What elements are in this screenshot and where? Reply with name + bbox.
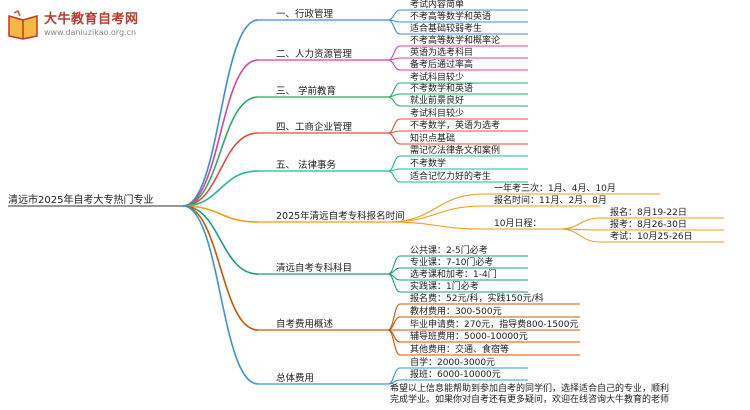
branch-label: 清远自考专科科目 [276,262,352,274]
leaf-label: 一年考三次：1月、4月、10月 [494,182,616,194]
leaf-connector [387,273,401,293]
leaf-label: 报名费：52元/科，实践150元/科 [410,292,544,304]
leaf-label: 不考高等数学和英语 [410,10,491,22]
root-topic: 清远市2025年自考大专热门专业 [8,193,153,206]
branch-label: 二、人力资源管理 [276,48,353,60]
branch-label: 五、 法律事务 [276,159,337,171]
leaf-label: 英语为选考科目 [410,46,473,58]
branch-label: 三、 学前教育 [276,85,336,97]
branch-connector [182,132,259,207]
branch-label: 一、行政管理 [276,8,334,20]
logo-url: www.daniuzikao.org.cn [44,28,137,37]
branch-connector [182,59,259,207]
leaf-connector [387,379,401,385]
leaf-connector [387,19,401,35]
leaf-connector [387,205,485,223]
leaf-connector [387,59,401,71]
leaf-label: 不考数学，英语为选考 [410,119,500,131]
leaf-label: 考试内容简单 [410,0,464,10]
sub-leaf-label: 报名：8月19-22日 [610,206,687,218]
branch-connector [182,96,259,207]
footer-note-line: 完成学业。如果你对自考还有更多疑问，欢迎在线咨询大牛教育的老师 [390,393,669,405]
leaf-label: 报名时间：11月、2月、8月 [494,194,607,206]
branch-connector [182,205,259,275]
branch-label: 总体费用 [276,372,314,384]
leaf-label: 教材费用：300-500元 [410,305,502,317]
sub-leaf-label: 报考：8月26-30日 [610,218,687,230]
sub-connector [559,228,601,243]
leaf-label: 公共课：2-5门必考 [410,244,488,256]
footer-note-line: 希望以上信息能帮助到参加自考的同学们，选择适合自己的专业，顺利 [390,382,669,394]
leaf-connector [387,329,401,356]
leaf-connector [387,170,401,183]
leaf-label: 适合记忆力好的考生 [410,170,491,182]
leaf-label: 适合基础较弱考生 [410,22,482,34]
book-logo-icon [8,10,38,40]
sub-leaf-label: 考试：10月25-26日 [610,230,693,242]
leaf-label: 报班：6000-10000元 [410,368,501,380]
branch-connector [182,170,259,207]
leaf-label: 10月日程： [494,218,541,229]
branch-label: 2025年清远自考专科报名时间 [276,210,405,222]
leaf-label: 不考高等数学和概率论 [410,34,500,46]
leaf-label: 毕业申请费：270元，指导费800-1500元 [410,318,579,330]
leaf-label: 备考后通过率高 [410,58,473,70]
leaf-connector [387,9,401,21]
branch-label: 四、工商企业管理 [276,121,353,133]
leaf-label: 实践课：1门必考 [410,280,479,292]
leaf-label: 辅导班费用：5000-10000元 [410,330,528,342]
leaf-connector [387,96,401,107]
leaf-label: 考试科目较少 [410,71,464,83]
logo: 大牛教育自考网 www.daniuzikao.org.cn [6,4,139,44]
sub-connector [559,217,601,230]
leaf-label: 不考数学和英语 [410,82,473,94]
leaf-label: 不考数学 [410,157,446,169]
leaf-label: 就业前景良好 [410,94,464,106]
branch-label: 自考费用概述 [276,318,334,330]
leaf-connector [387,93,401,98]
branch-connector [182,19,259,207]
leaf-connector [387,132,401,145]
leaf-connector [387,221,485,230]
branch-connector [182,205,259,385]
leaf-label: 需记忆法律条文和案例 [410,144,500,156]
branch-connector [182,205,259,331]
leaf-label: 其他费用：交通、食宿等 [410,343,509,355]
branch-connector [182,205,259,223]
logo-brand: 大牛教育自考网 [44,12,139,27]
leaf-label: 选考课和加考：1-4门 [410,268,497,280]
leaf-label: 自学：2000-3000元 [410,356,495,368]
leaf-label: 专业课：7-10门必考 [410,256,493,268]
leaf-label: 考试科目较少 [410,107,464,119]
leaf-label: 知识点基础 [410,132,455,144]
